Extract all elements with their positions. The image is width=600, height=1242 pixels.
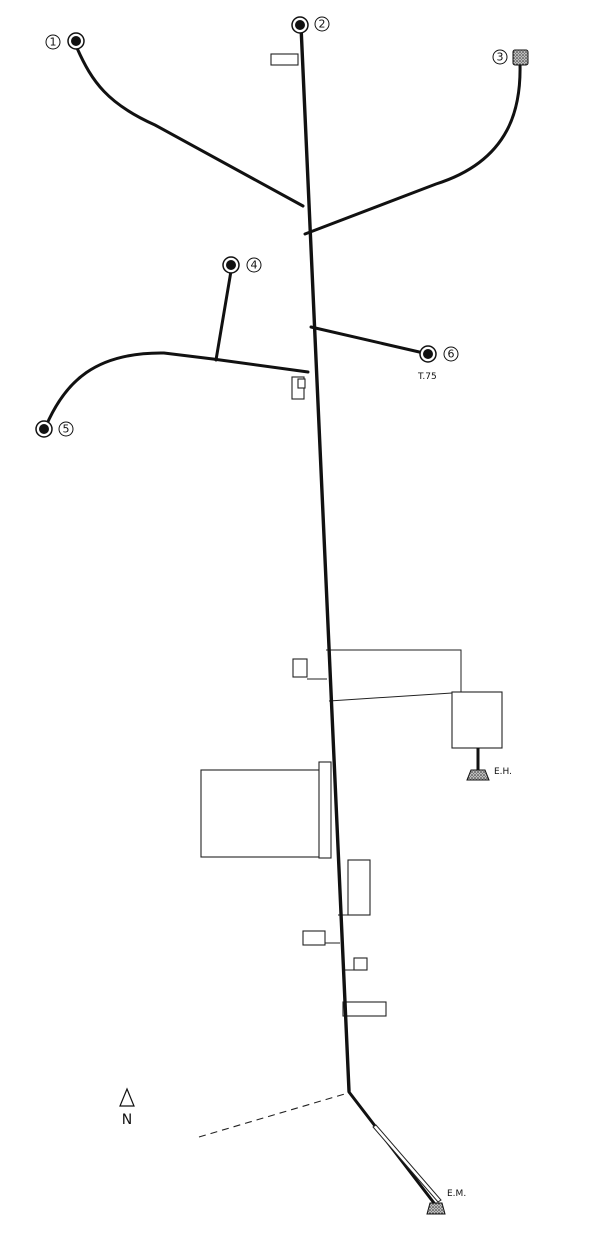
em-symbol xyxy=(426,1202,446,1215)
building xyxy=(342,1001,387,1017)
building-annex xyxy=(451,691,503,749)
eh-symbol xyxy=(466,769,490,781)
well-5-number: 5 xyxy=(63,423,70,436)
north-arrow: N xyxy=(119,1087,135,1128)
main-pipeline xyxy=(299,24,351,1093)
building xyxy=(270,53,299,66)
building xyxy=(347,859,371,916)
well-1-number: 1 xyxy=(50,36,57,49)
well-6: 6 xyxy=(419,345,459,363)
thin-connector xyxy=(328,692,453,702)
large-building xyxy=(200,769,322,858)
well-6-number: 6 xyxy=(448,348,455,361)
well-4-number: 4 xyxy=(251,259,258,272)
branch-well-4-5 xyxy=(44,351,310,428)
well-2: 2 xyxy=(291,16,330,34)
branch-reservoir-3 xyxy=(303,62,522,236)
eh-label: E.H. xyxy=(494,767,512,777)
em-label: E.M. xyxy=(447,1189,466,1199)
branch-well-4 xyxy=(214,269,233,362)
dashed-line xyxy=(198,1092,349,1138)
thin-connector xyxy=(326,649,462,692)
well-4: 4 xyxy=(222,256,262,274)
north-label: N xyxy=(122,1112,132,1128)
branch-well-1 xyxy=(75,46,305,208)
building xyxy=(302,930,326,946)
building xyxy=(297,378,306,389)
building xyxy=(353,957,368,971)
well-6-note: T.75 xyxy=(417,372,437,382)
well-2-number: 2 xyxy=(319,18,326,31)
reservoir-3-number: 3 xyxy=(497,51,504,64)
building xyxy=(292,658,308,678)
branch-well-6 xyxy=(309,325,430,356)
building xyxy=(318,761,332,859)
well-5: 5 xyxy=(35,420,74,438)
reservoir-3: 3 xyxy=(492,49,529,66)
parallel-pipe xyxy=(372,1124,442,1203)
well-1: 1 xyxy=(45,32,85,50)
north-arrow-icon xyxy=(119,1087,135,1107)
